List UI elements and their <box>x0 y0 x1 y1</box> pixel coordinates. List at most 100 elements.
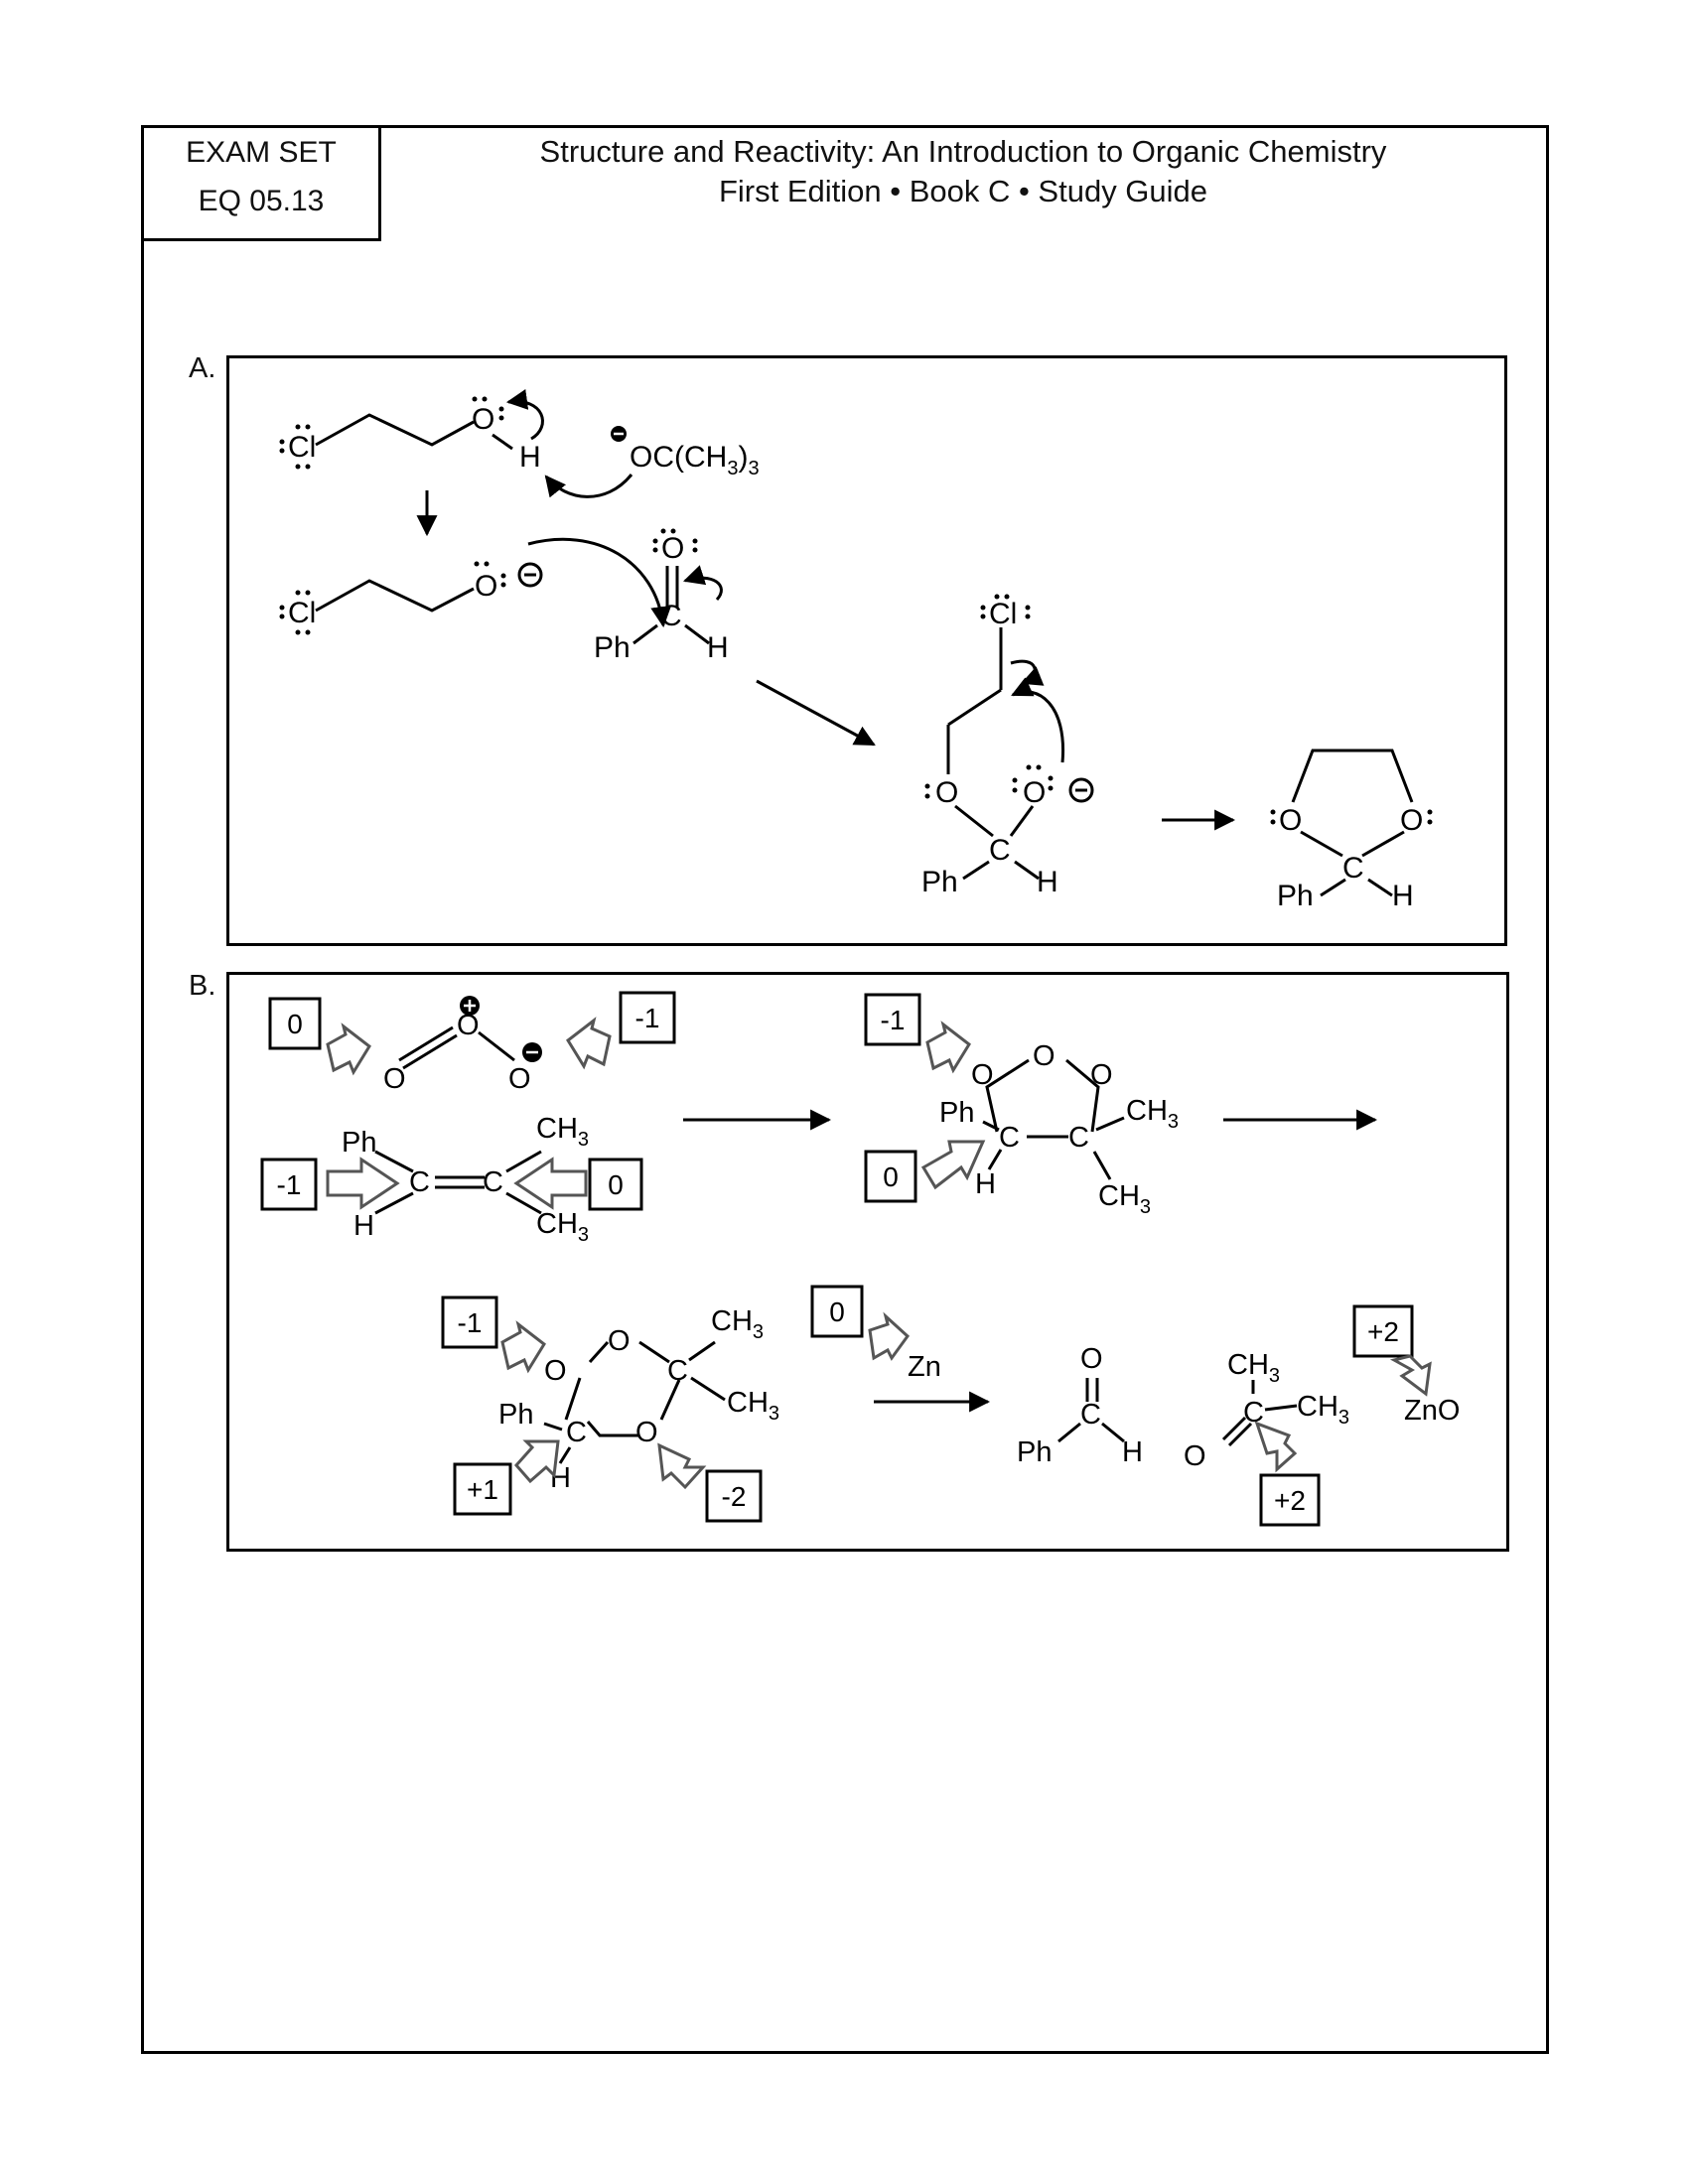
molozonide-h <box>987 1149 1003 1170</box>
molozonide-c-right: C <box>1068 1122 1089 1154</box>
section-a-label: A. <box>189 352 216 384</box>
svg-text:-2: -2 <box>722 1481 747 1512</box>
atom-o-int-right: O <box>1023 776 1046 809</box>
svg-text:-1: -1 <box>881 1005 906 1035</box>
dioxolane-c-h <box>1367 878 1393 897</box>
molozonide-o-top: O <box>1033 1040 1055 1072</box>
c-ph-bond <box>633 623 658 645</box>
dioxolane-c-ph <box>1320 878 1346 897</box>
svg-text:0: 0 <box>829 1297 845 1327</box>
ozonide-o-left: O <box>544 1355 567 1387</box>
negative-charge-icon <box>522 1042 542 1062</box>
curved-arrow-attack <box>527 537 672 628</box>
ox-box-zno: +2 <box>1352 1304 1414 1358</box>
negative-charge-icons <box>517 426 1094 803</box>
exam-set-label: EXAM SET <box>186 136 337 169</box>
atom-cl-2: Cl <box>288 597 316 629</box>
ozone-single <box>478 1030 515 1062</box>
ox-box-ketone-c: +2 <box>1259 1473 1321 1527</box>
alkene-ch3-top <box>505 1150 542 1173</box>
molozonide-ph-label: Ph <box>939 1097 974 1129</box>
ox-box-ozone-o1: 0 <box>268 997 322 1050</box>
molozonide-ch3 <box>1095 1116 1125 1132</box>
ozonide-ch3-b: CH3 <box>727 1387 779 1425</box>
ox-box-ozonide-o2: -2 <box>705 1469 763 1523</box>
atom-o-int-left: O <box>935 776 958 809</box>
alkene-c1: C <box>409 1166 430 1198</box>
reaction-arrow-1 <box>756 679 876 747</box>
book-subtitle: First Edition • Book C • Study Guide <box>718 174 1208 208</box>
ald-c: C <box>1080 1399 1101 1431</box>
svg-text:0: 0 <box>287 1009 303 1039</box>
ketone-double-2 <box>1227 1422 1253 1447</box>
ox-box-molozonide-c: 0 <box>864 1150 917 1203</box>
ald-ph <box>1057 1422 1081 1443</box>
molozonide-ch3-b: CH3 <box>1098 1180 1151 1218</box>
ozonide-ch3-top <box>688 1340 716 1362</box>
question-id: EQ 05.13 <box>198 185 325 217</box>
ozone-o1: O <box>383 1063 406 1095</box>
ozone-o3: O <box>508 1063 531 1095</box>
ketone-ch3-right <box>1264 1404 1298 1412</box>
svg-text:0: 0 <box>608 1169 624 1200</box>
dioxolane-ring <box>1291 749 1414 803</box>
ox-box-zinc: 0 <box>810 1285 864 1338</box>
chain-bonds <box>315 413 475 447</box>
ch2-ch2-bond <box>947 688 1002 727</box>
ketone-ch3-label: CH3 <box>1227 1349 1280 1387</box>
atom-o-diox-right: O <box>1400 804 1423 837</box>
atom-h-int: H <box>1037 866 1058 898</box>
atom-o-2: O <box>475 570 497 603</box>
ox-box-ozonide-o: -1 <box>441 1296 498 1349</box>
atom-ph: Ph <box>594 631 631 664</box>
c-ph-bond-int <box>962 860 990 881</box>
atom-c-diox: C <box>1342 852 1364 885</box>
ketone-ch3-label-2: CH3 <box>1297 1391 1349 1429</box>
atom-ph-diox: Ph <box>1277 880 1314 912</box>
c-h-bond-int <box>1014 860 1040 881</box>
molozonide-ch3-2 <box>1092 1151 1112 1180</box>
alkene-ph-label: Ph <box>342 1127 376 1159</box>
atom-h-diox: H <box>1392 880 1414 912</box>
ox-box-ozonide-c: +1 <box>453 1462 512 1516</box>
svg-text:+1: +1 <box>467 1474 498 1505</box>
atom-cl: Cl <box>288 431 316 464</box>
ketone-double-1 <box>1221 1416 1247 1441</box>
zno-label: ZnO <box>1404 1395 1460 1427</box>
ozone-o2: O <box>457 1010 480 1041</box>
pointer-arrow-icons <box>326 1017 1432 1490</box>
ketone-o: O <box>1184 1440 1206 1472</box>
alkene-ph <box>374 1150 414 1173</box>
book-title: Structure and Reactivity: An Introductio… <box>539 134 1387 169</box>
ketone-c: C <box>1243 1397 1264 1429</box>
ald-h-label: H <box>1122 1436 1143 1468</box>
ozonide-o-bottom: O <box>635 1417 658 1448</box>
alkene-ch3-bottom <box>505 1191 542 1215</box>
svg-text:-1: -1 <box>458 1307 483 1338</box>
ozone-double-1 <box>398 1025 454 1062</box>
base-text: OC(CH3)3 <box>630 441 760 479</box>
ozonide-ring <box>564 1340 681 1437</box>
ozone-double-2 <box>402 1033 458 1070</box>
ald-o: O <box>1080 1343 1103 1375</box>
molozonide-ch3-a: CH3 <box>1126 1095 1179 1133</box>
ozonide-ph <box>543 1422 563 1432</box>
c-h-bond <box>684 623 710 645</box>
ozonide-h <box>558 1446 572 1464</box>
zn-label: Zn <box>908 1351 941 1383</box>
molozonide-h-label: H <box>975 1168 996 1200</box>
o-c-bond-left <box>954 804 994 838</box>
atom-c-int: C <box>989 834 1011 867</box>
ozonide-c-right: C <box>667 1355 688 1387</box>
ox-box-alkene-c2: 0 <box>588 1158 643 1211</box>
positive-charge-icon <box>460 996 480 1016</box>
section-b-panel <box>226 972 1509 1552</box>
alkoxide-chain <box>315 579 475 613</box>
section-a-panel <box>226 355 1507 946</box>
ald-h <box>1101 1422 1125 1443</box>
dioxolane-o-c-right <box>1361 830 1405 858</box>
curved-arrow-ring-closure <box>1011 677 1065 763</box>
atom-c-carbonyl: C <box>660 600 682 632</box>
